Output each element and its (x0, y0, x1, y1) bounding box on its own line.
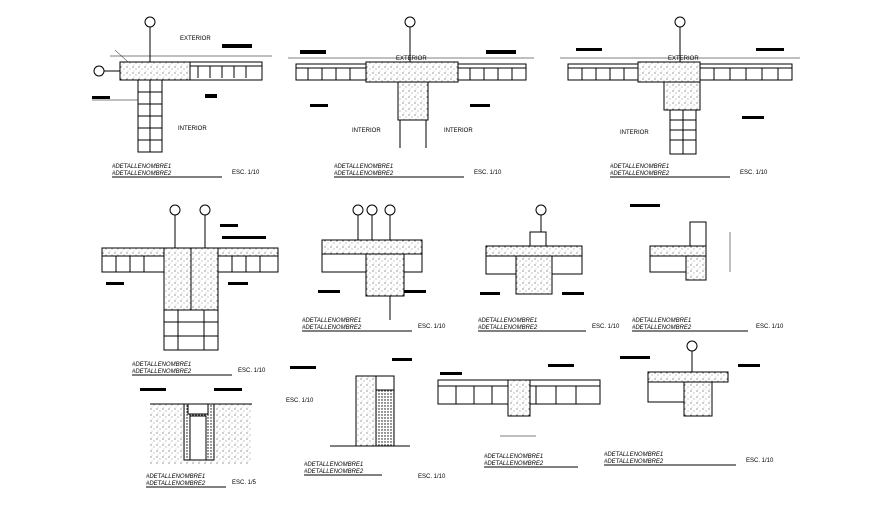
detail-edge-g: #DETALLENOMBRE1 #DETALLENOMBRE2 ESC. 1/1… (630, 204, 784, 332)
title-b-2: #DETALLENOMBRE2 (334, 171, 394, 177)
title-a-2: #DETALLENOMBRE2 (112, 171, 172, 177)
detail-edge-k: #DETALLENOMBRE1 #DETALLENOMBRE2 ESC. 1/1… (604, 340, 774, 466)
label-interior: INTERIOR (178, 126, 207, 132)
title-g-1: #DETALLENOMBRE1 (632, 318, 691, 324)
scale-g: ESC. 1/10 (756, 324, 784, 330)
scale-e: ESC. 1/10 (418, 324, 446, 330)
detail-double-beam: #DETALLENOMBRE1 #DETALLENOMBRE2 ESC. 1/1… (101, 204, 279, 376)
title-k-2: #DETALLENOMBRE2 (604, 459, 664, 465)
title-f-2: #DETALLENOMBRE2 (478, 325, 538, 331)
detail-wall-base-i: #DETALLENOMBRE1 #DETALLENOMBRE2 ESC. 1/1… (286, 358, 412, 476)
detail-slab-wall-left: EXTERIOR INTERIOR #DETALLENOMBRE1 #DETAL… (92, 16, 272, 178)
scale-a: ESC. 1/10 (232, 170, 260, 176)
detail-slab-beam-middle: EXTERIOR INTERIOR INTERIOR #DETALLENOMBR… (288, 16, 534, 178)
scale-i: ESC. 1/10 (286, 398, 314, 404)
label-interior: INTERIOR (352, 128, 381, 134)
detail-slab-strip-j: #DETALLENOMBRE1 #DETALLENOMBRE2 ESC. 1/1… (418, 364, 601, 480)
title-f-1: #DETALLENOMBRE1 (478, 318, 537, 324)
label-exterior: EXTERIOR (180, 36, 211, 42)
title-d-1: #DETALLENOMBRE1 (132, 362, 191, 368)
title-g-2: #DETALLENOMBRE2 (632, 325, 692, 331)
detail-slab-column-right: EXTERIOR INTERIOR #DETALLENOMBRE1 #DETAL… (560, 16, 800, 178)
label-interior: INTERIOR (620, 130, 649, 136)
detail-footing-h: #DETALLENOMBRE1 #DETALLENOMBRE2 ESC. 1/5 (140, 388, 257, 488)
title-e-1: #DETALLENOMBRE1 (302, 318, 361, 324)
scale-j: ESC. 1/10 (418, 474, 446, 480)
title-d-2: #DETALLENOMBRE2 (132, 369, 192, 375)
title-a-1: #DETALLENOMBRE1 (112, 164, 171, 170)
title-h-2: #DETALLENOMBRE2 (146, 481, 206, 487)
scale-k: ESC. 1/10 (746, 458, 774, 464)
label-exterior: EXTERIOR (396, 56, 427, 62)
scale-f: ESC. 1/10 (592, 324, 620, 330)
scale-c: ESC. 1/10 (740, 170, 768, 176)
detail-beam-f: #DETALLENOMBRE1 #DETALLENOMBRE2 ESC. 1/1… (478, 204, 620, 332)
title-i-2: #DETALLENOMBRE2 (304, 469, 364, 475)
label-exterior: EXTERIOR (668, 56, 699, 62)
title-i-1: #DETALLENOMBRE1 (304, 462, 363, 468)
scale-d: ESC. 1/10 (238, 368, 266, 374)
title-k-1: #DETALLENOMBRE1 (604, 452, 663, 458)
label-interior: INTERIOR (444, 128, 473, 134)
title-c-2: #DETALLENOMBRE2 (610, 171, 670, 177)
scale-h: ESC. 1/5 (232, 480, 257, 486)
title-b-1: #DETALLENOMBRE1 (334, 164, 393, 170)
detail-beam-e: #DETALLENOMBRE1 #DETALLENOMBRE2 ESC. 1/1… (302, 204, 446, 332)
title-h-1: #DETALLENOMBRE1 (146, 474, 205, 480)
title-c-1: #DETALLENOMBRE1 (610, 164, 669, 170)
title-j-2: #DETALLENOMBRE2 (484, 461, 544, 467)
scale-b: ESC. 1/10 (474, 170, 502, 176)
title-j-1: #DETALLENOMBRE1 (484, 454, 543, 460)
title-e-2: #DETALLENOMBRE2 (302, 325, 362, 331)
